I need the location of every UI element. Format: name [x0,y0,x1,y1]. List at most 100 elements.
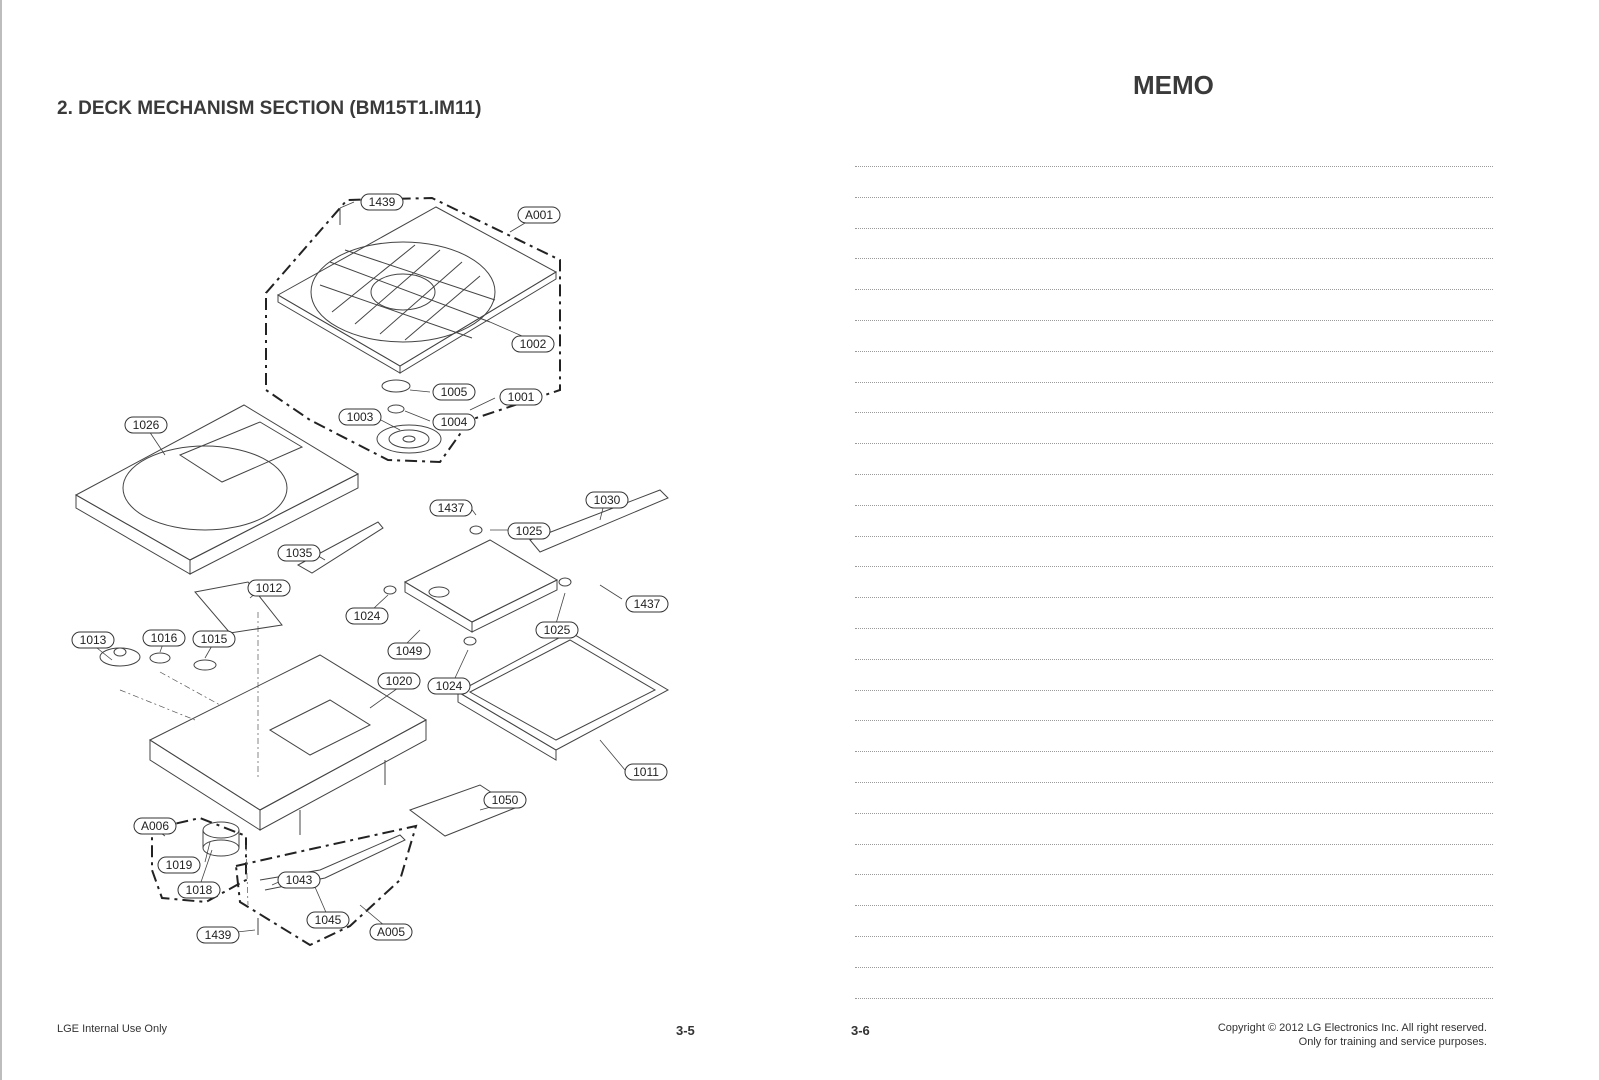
svg-text:1002: 1002 [520,337,547,351]
svg-text:A001: A001 [525,208,553,222]
svg-text:1437: 1437 [634,597,661,611]
svg-text:1011: 1011 [633,765,659,779]
memo-line [855,997,1493,999]
copyright-line-2: Only for training and service purposes. [1298,1036,1487,1048]
callout-1050: 1050 [483,791,527,809]
memo-line [855,597,1493,599]
svg-text:1035: 1035 [286,546,313,560]
svg-text:1013: 1013 [80,633,107,647]
svg-text:1024: 1024 [436,679,463,693]
callout-1049: 1049 [387,642,431,660]
memo-line [855,936,1493,937]
memo-line [855,628,1493,629]
callout-1025-top: 1025 [507,522,551,540]
svg-text:1004: 1004 [441,415,468,429]
callout-1030: 1030 [585,491,629,509]
memo-line [855,443,1493,445]
svg-text:1439: 1439 [369,195,396,209]
main-base-part [148,654,427,835]
clamp-parts [376,379,442,454]
callout-1045: 1045 [306,911,350,929]
memo-line [855,381,1493,383]
callout-1001: 1001 [499,388,543,406]
svg-text:1020: 1020 [386,674,413,688]
group-a006-outline [151,816,247,904]
memo-line [855,227,1493,229]
svg-text:1026: 1026 [133,418,160,432]
svg-text:1030: 1030 [594,493,621,507]
memo-line [855,812,1493,814]
memo-line [855,966,1493,968]
callout-1026: 1026 [124,416,168,434]
callout-1020: 1020 [377,672,421,690]
page-number-left: 3-5 [676,1023,695,1038]
svg-text:1025: 1025 [544,623,571,637]
svg-text:A005: A005 [377,925,405,939]
callout-a005: A005 [369,923,413,941]
flex-cable-1035 [296,521,384,574]
svg-text:1050: 1050 [492,793,519,807]
svg-text:1012: 1012 [256,581,283,595]
callout-1439-bottom: 1439 [196,926,240,944]
svg-text:1049: 1049 [396,644,423,658]
callout-1011: 1011 [624,763,668,781]
callout-1437-right: 1437 [625,595,669,613]
svg-text:1003: 1003 [347,410,374,424]
memo-line [855,566,1493,568]
svg-text:1018: 1018 [186,883,213,897]
svg-text:1437: 1437 [438,501,465,515]
memo-line [855,751,1493,753]
exploded-view-diagram: 1439 A001 1002 1005 1001 1003 1004 1026 … [71,193,670,947]
memo-line [855,843,1493,845]
section-title: 2. DECK MECHANISM SECTION (BM15T1.IM11) [57,98,482,119]
svg-text:1019: 1019 [166,858,193,872]
page-number-right: 3-6 [851,1023,870,1038]
svg-text:1043: 1043 [286,873,313,887]
group-a001-outline [265,196,561,464]
memo-line [855,689,1493,691]
memo-line [855,166,1493,167]
callout-1018: 1018 [177,881,221,899]
callout-1024-bottom: 1024 [427,677,471,695]
memo-line [855,720,1493,722]
callout-1016: 1016 [142,629,186,647]
memo-line [855,320,1493,321]
callout-1439-top: 1439 [360,193,404,211]
page-border-left [0,0,2,1080]
gear-parts [99,647,217,671]
memo-line [855,258,1493,260]
memo-line [855,658,1493,660]
svg-text:1024: 1024 [354,609,381,623]
callout-1013: 1013 [71,631,115,649]
svg-text:1439: 1439 [205,928,232,942]
svg-text:1025: 1025 [516,524,543,538]
memo-line [855,196,1493,198]
memo-line [855,474,1493,475]
memo-line [855,905,1493,907]
callout-1035: 1035 [277,544,321,562]
callout-1012: 1012 [247,579,291,597]
memo-line [855,412,1493,414]
callout-1002: 1002 [511,335,555,353]
callout-1043: 1043 [277,871,321,889]
svg-text:1001: 1001 [508,390,535,404]
memo-line [855,504,1493,506]
callout-1015: 1015 [192,630,236,648]
callout-1025-right: 1025 [535,621,579,639]
motor-part [202,821,240,857]
callout-1437-top: 1437 [429,499,473,517]
callout-a006: A006 [133,817,177,835]
svg-text:1005: 1005 [441,385,468,399]
copyright-line-1: Copyright © 2012 LG Electronics Inc. All… [1217,1022,1487,1034]
memo-line [855,782,1493,783]
pickup-chassis-part [383,525,572,646]
callout-a001: A001 [517,206,561,224]
svg-text:1016: 1016 [151,631,178,645]
callout-1004: 1004 [432,413,476,431]
svg-text:A006: A006 [141,819,169,833]
disc-tray-part [74,404,360,575]
callout-1024-top: 1024 [345,607,389,625]
memo-line [855,350,1493,352]
footer-internal-use: LGE Internal Use Only [57,1023,168,1035]
svg-text:1015: 1015 [201,632,228,646]
